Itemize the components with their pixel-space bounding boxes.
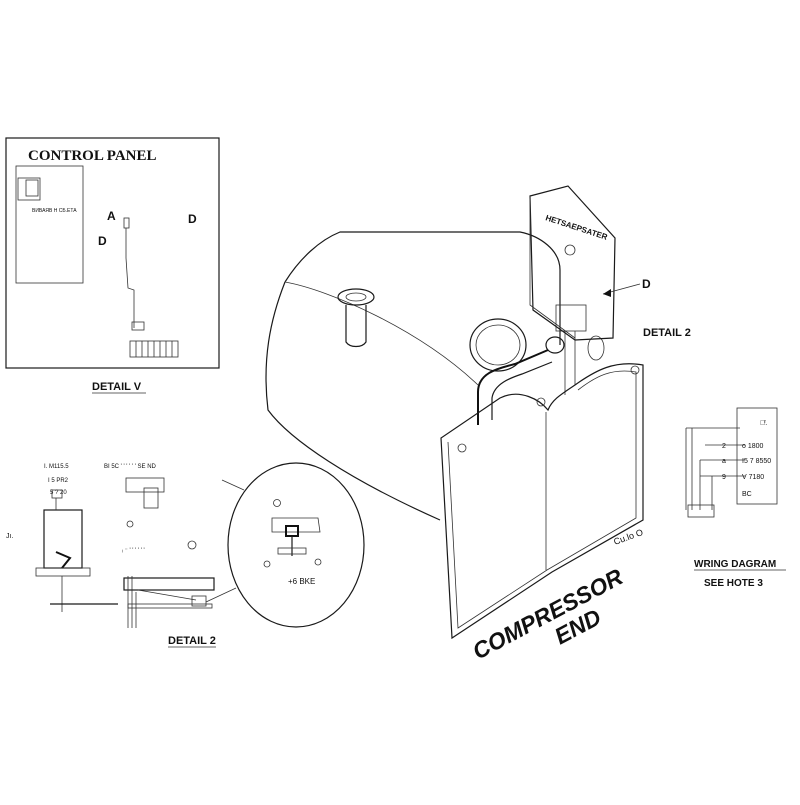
detail-2-section: I. M115.5 Ι 5 ΡR2 5 ? 20 ΒΙ 5C ' ' ' ' '… — [6, 462, 365, 648]
warning-sign-box — [529, 185, 616, 341]
warning-sign-text: НЕТЅАЕРЅАТЕR — [544, 213, 608, 242]
detail-v-caption: DETAIL V — [92, 381, 142, 393]
end-plate — [440, 363, 644, 640]
wiring-box — [736, 407, 778, 505]
magnified-detail-circle — [227, 462, 365, 628]
wiring-caption: WRING DAGRAM — [694, 559, 776, 570]
float-housing — [43, 509, 83, 569]
control-panel-detail: CONTROL PANEL ВИВАЯВ Н СБ.ЕТА A D D — [5, 137, 220, 369]
detail-2-header-left-3: 5 ? 20 — [50, 490, 67, 496]
wiring-connector — [687, 504, 715, 518]
pipe-outer — [477, 349, 549, 425]
wiring-row-3-num: 9 — [722, 474, 726, 481]
filler-neck-rim — [337, 288, 375, 306]
wiring-row-2-num: a — [722, 458, 726, 465]
switch-body — [143, 487, 159, 509]
callout-detail-2-label: DETAIL 2 — [643, 327, 691, 339]
magnified-nut — [285, 525, 299, 537]
valve-body — [545, 336, 565, 354]
letter-d-right-label: D — [188, 212, 197, 226]
magnified-bracket — [271, 517, 321, 533]
panel-relay-icon — [25, 179, 39, 197]
switch-header — [125, 477, 165, 493]
wiring-row-2-text: I5 7 8550 — [742, 458, 771, 465]
wiring-note: SEE HOTE 3 — [704, 578, 763, 589]
sign-indicator-icon — [564, 244, 576, 256]
panel-inner-label: ВИВАЯВ Н СБ.ЕТА — [32, 208, 77, 214]
ring-fitting — [469, 318, 527, 372]
plate-bolt-2 — [536, 397, 546, 407]
detail-2-side-label: Jı. — [6, 533, 13, 540]
valve-bracket — [555, 304, 587, 332]
callout-d-label: D — [642, 277, 651, 291]
wiring-row-1-num: 2 — [722, 443, 726, 450]
detail-2-caption: DETAIL 2 — [168, 635, 216, 647]
magnified-label: +6 BKE — [288, 577, 315, 586]
wiring-row-3-text: V 7180 — [742, 474, 764, 481]
plate-bolt-3 — [630, 365, 640, 375]
control-panel-title: CONTROL PANEL — [28, 148, 157, 164]
filler-neck — [345, 305, 367, 348]
tank-seam — [284, 281, 479, 386]
callout-bubble — [187, 540, 197, 550]
switch-notes: ᵢ ⁻ ' ' ' ' ' ' — [122, 548, 145, 554]
tank-left-edge — [265, 281, 441, 521]
tank-assembly: НЕТЅАЕРЅАТЕR D DETAIL 2 Cu.lo O COMPRESS… — [265, 185, 691, 664]
compressor-label: COMPRESSOR — [468, 563, 627, 664]
plate-bolt-1 — [457, 443, 467, 453]
panel-box — [15, 165, 84, 284]
panel-component — [17, 177, 41, 201]
sensor-tip — [123, 217, 130, 229]
wire-connector — [131, 321, 145, 331]
mount-plate — [123, 577, 215, 591]
letter-a-label: A — [107, 209, 116, 223]
pipe-inner — [491, 361, 553, 420]
tank-top-edge — [284, 231, 561, 345]
float-base — [35, 567, 91, 577]
wiring-diagram: Ͳͬ. 2 o 1800 a I5 7 8550 9 V 7180 ΒC WRI… — [685, 407, 786, 589]
sensor-wire — [125, 228, 135, 328]
clamp-block — [191, 595, 207, 607]
float-arm — [55, 551, 72, 569]
wiring-top-label: Ͳͬ. — [760, 420, 767, 427]
detail-2-header-left: I. M115.5 — [44, 464, 69, 470]
detail-2-header-left-2: Ι 5 ΡR2 — [48, 478, 69, 484]
wiring-bottom-label: ΒC — [742, 491, 752, 498]
wiring-row-1-text: o 1800 — [742, 443, 764, 450]
valve-cap — [587, 335, 605, 361]
plate-small-label: Cu.lo O — [612, 527, 644, 547]
control-panel-frame — [5, 137, 220, 369]
letter-d-left-label: D — [98, 234, 107, 248]
detail-2-header-mid: ΒΙ 5C ' ' ' ' ' ' SЕ ΝD — [104, 464, 157, 470]
